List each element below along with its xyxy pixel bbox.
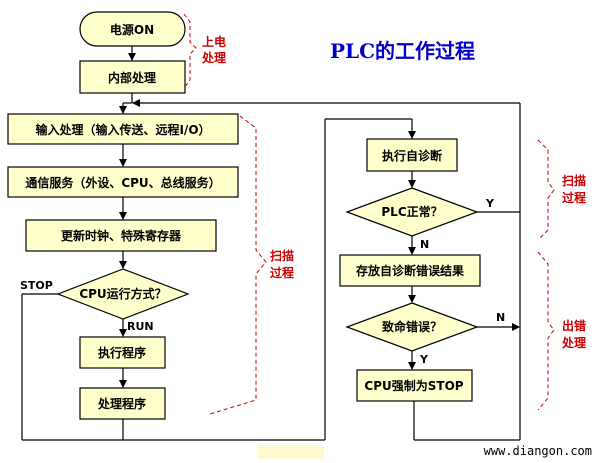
watermark: www.diangon.com	[484, 444, 592, 458]
node-cpu-stop	[356, 369, 473, 402]
brace-power	[183, 13, 197, 89]
node-input-label: 输入处理（输入传送、远程I/O）	[35, 122, 210, 137]
annotation-error-2: 处理	[561, 335, 586, 350]
node-internal-label: 内部处理	[108, 70, 156, 85]
edge-label-n1: N	[420, 238, 429, 251]
node-update-label: 更新时钟、特殊寄存器	[61, 228, 182, 243]
node-comm-label: 通信服务（外设、CPU、总线服务）	[25, 175, 220, 190]
annotation-scan-right-1: 扫描	[562, 173, 586, 188]
node-input	[7, 113, 239, 145]
yellow-smear	[258, 445, 324, 459]
node-process	[79, 387, 166, 420]
node-cpu-stop-label: CPU强制为STOP	[364, 378, 463, 393]
annotation-scan-left-2: 过程	[270, 265, 294, 280]
brace-error	[537, 251, 555, 411]
edge-label-y2: Y	[419, 353, 429, 366]
node-self-diag-label: 执行自诊断	[382, 148, 442, 163]
diagram-title: PLC的工作过程	[330, 39, 475, 63]
edge-label-stop: STOP	[20, 279, 53, 292]
node-update	[25, 219, 217, 252]
node-plc-ok-label: PLC正常？	[381, 204, 442, 219]
edge-label-n2: N	[496, 311, 505, 324]
annotation-error-1: 出错	[562, 318, 586, 333]
edge-label-y1: Y	[485, 197, 495, 210]
annotation-scan-left-1: 扫描	[270, 248, 294, 263]
node-store-err-label: 存放自诊断错误结果	[355, 263, 464, 278]
node-cpu-mode-label: CPU运行方式？	[79, 286, 166, 301]
annotation-power-line2: 处理	[201, 50, 226, 65]
annotation-scan-right-2: 过程	[562, 190, 586, 205]
edge-label-run: RUN	[127, 320, 154, 333]
annotation-power-line1: 上电	[202, 34, 226, 49]
node-power-on-label: 电源ON	[110, 22, 154, 37]
node-self-diag	[366, 138, 458, 172]
brace-scan-right	[537, 139, 555, 241]
node-process-label: 处理程序	[97, 396, 146, 411]
brace-scan-left	[209, 115, 267, 415]
node-exec-label: 执行程序	[98, 345, 146, 360]
node-comm	[7, 166, 239, 198]
node-fatal-err-label: 致命错误？	[382, 319, 442, 334]
node-store-err	[339, 254, 481, 287]
node-internal	[79, 60, 186, 94]
node-exec	[79, 336, 166, 369]
